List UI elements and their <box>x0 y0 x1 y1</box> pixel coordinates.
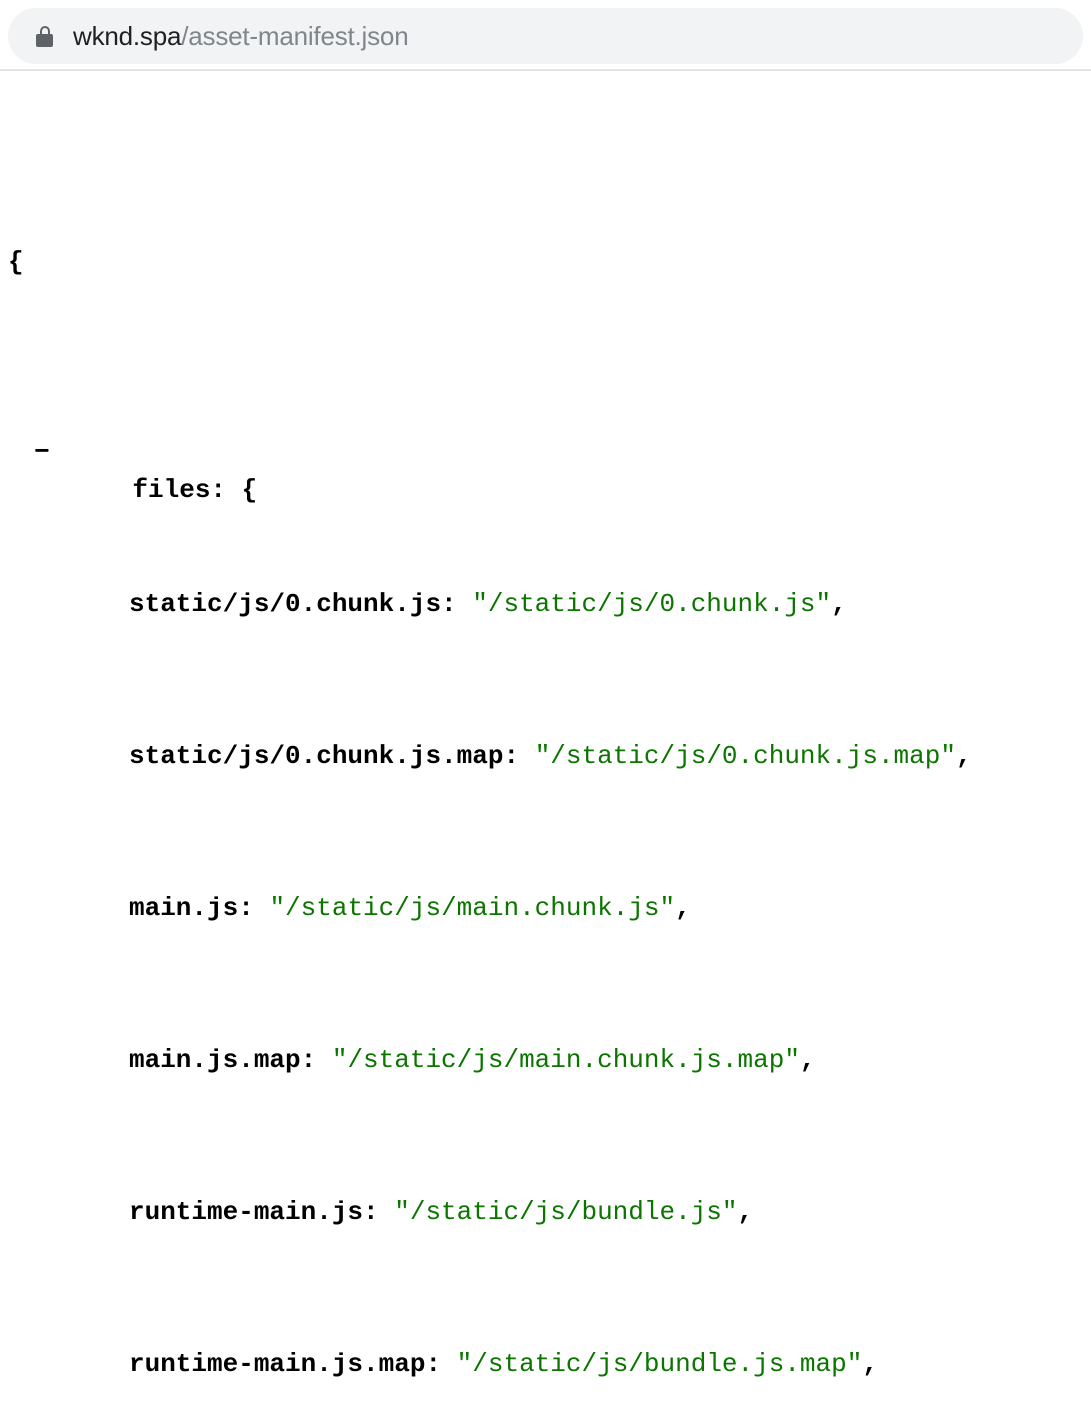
entry-comma: , <box>675 893 691 923</box>
entry-row: runtime-main.js: "/static/js/bundle.js", <box>0 1193 1091 1231</box>
entry-key: runtime-main.js: <box>129 1197 379 1227</box>
url-path: /asset-manifest.json <box>181 21 409 51</box>
entry-key: static/js/0.chunk.js: <box>129 589 457 619</box>
node-files-header: − files: { <box>0 433 1091 505</box>
entry-row: static/js/0.chunk.js: "/static/js/0.chun… <box>0 585 1091 623</box>
entry-key: main.js.map: <box>129 1045 317 1075</box>
entry-value: "/static/js/main.chunk.js.map" <box>331 1045 800 1075</box>
omnibox[interactable]: wknd.spa/asset-manifest.json <box>8 8 1083 64</box>
root-open-brace: { <box>8 247 24 277</box>
entry-comma: , <box>799 1045 816 1075</box>
entry-comma: , <box>831 589 847 619</box>
entry-value: "/static/js/main.chunk.js" <box>269 893 676 923</box>
entry-comma: , <box>862 1349 878 1379</box>
entry-value: "/static/js/0.chunk.js.map" <box>534 741 956 771</box>
lock-icon[interactable] <box>36 25 53 47</box>
entry-key: main.js: <box>129 893 254 923</box>
files-open-brace: { <box>241 475 258 505</box>
entry-comma: , <box>955 741 972 771</box>
entry-comma: , <box>737 1197 754 1227</box>
entry-row: main.js.map: "/static/js/main.chunk.js.m… <box>0 1041 1091 1079</box>
entry-row: static/js/0.chunk.js.map: "/static/js/0.… <box>0 737 1091 775</box>
entry-key: static/js/0.chunk.js.map: <box>129 741 520 771</box>
entry-value: "/static/js/bundle.js" <box>394 1197 738 1227</box>
key-files[interactable]: files: <box>132 475 227 505</box>
entry-key: runtime-main.js.map: <box>129 1349 442 1379</box>
collapse-toggle-files[interactable]: − <box>34 437 50 467</box>
entry-row: runtime-main.js.map: "/static/js/bundle.… <box>0 1345 1091 1383</box>
entry-row: main.js: "/static/js/main.chunk.js", <box>0 889 1091 927</box>
url-text: wknd.spa/asset-manifest.json <box>73 21 409 51</box>
entry-value: "/static/js/0.chunk.js" <box>472 589 832 619</box>
url-host: wknd.spa <box>73 21 182 51</box>
browser-url-bar: wknd.spa/asset-manifest.json <box>0 0 1091 71</box>
entry-value: "/static/js/bundle.js.map" <box>456 1349 863 1379</box>
json-viewer: { − files: { static/js/0.chunk.js: "/stat… <box>0 71 1091 1424</box>
